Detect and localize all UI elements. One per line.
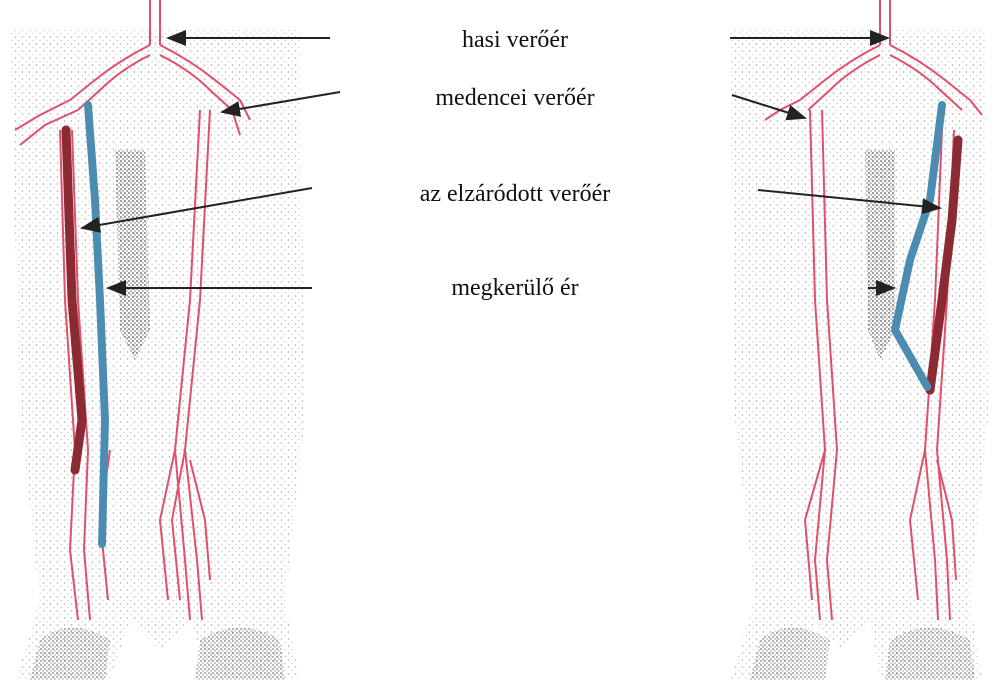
right-legs-svg — [720, 0, 992, 680]
body-outline — [10, 30, 305, 680]
right-foot — [885, 628, 975, 680]
left-legs-illustration — [0, 0, 320, 680]
label-bypass-vessel: megkerülő ér — [350, 274, 680, 302]
right-foot — [195, 628, 285, 680]
label-occluded-artery: az elzáródott verőér — [350, 180, 680, 208]
body-outline — [730, 30, 988, 680]
groin-shading — [865, 150, 895, 360]
right-legs-illustration — [720, 0, 992, 680]
groin-shading — [115, 150, 150, 360]
left-legs-svg — [0, 0, 320, 680]
label-abdominal-artery: hasi verőér — [350, 26, 680, 54]
label-pelvic-artery: medencei verőér — [350, 84, 680, 112]
